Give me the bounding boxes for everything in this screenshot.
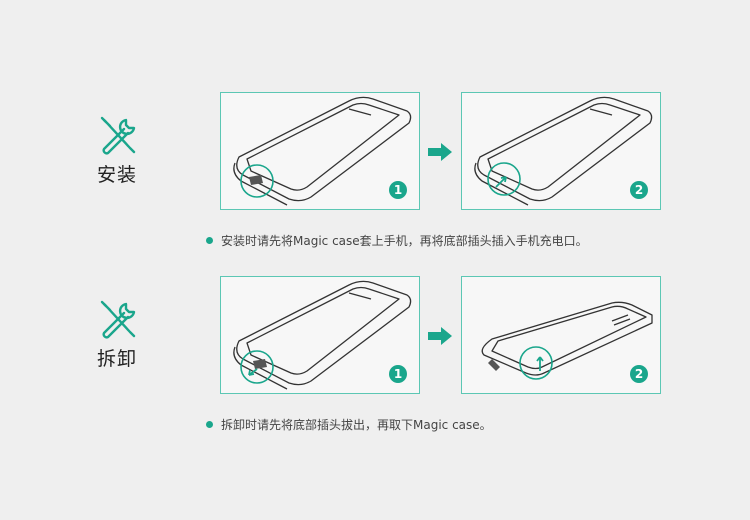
wrench-screwdriver-icon [96,298,140,342]
step-number-badge: 1 [389,181,407,199]
bullet-dot [206,421,213,428]
install-note-text: 安装时请先将Magic case套上手机，再将底部插头插入手机充电口。 [221,234,588,248]
install-label: 安装 [97,160,137,187]
install-note: 安装时请先将Magic case套上手机，再将底部插头插入手机充电口。 [206,232,588,249]
remove-step-1-panel: 1 [220,276,420,394]
install-step-2-panel: 2 [461,92,661,210]
bullet-dot [206,237,213,244]
remove-step-2-panel: 2 [461,276,661,394]
step-number-badge: 1 [389,365,407,383]
step-number-badge: 2 [630,365,648,383]
step-number-badge: 2 [630,181,648,199]
install-step-1-panel: 1 [220,92,420,210]
remove-label: 拆卸 [97,344,137,371]
arrow-right-icon [428,143,452,161]
remove-note: 拆卸时请先将底部插头拔出，再取下Magic case。 [206,416,492,433]
arrow-right-icon [428,327,452,345]
remove-note-text: 拆卸时请先将底部插头拔出，再取下Magic case。 [221,418,492,432]
wrench-screwdriver-icon [96,114,140,158]
